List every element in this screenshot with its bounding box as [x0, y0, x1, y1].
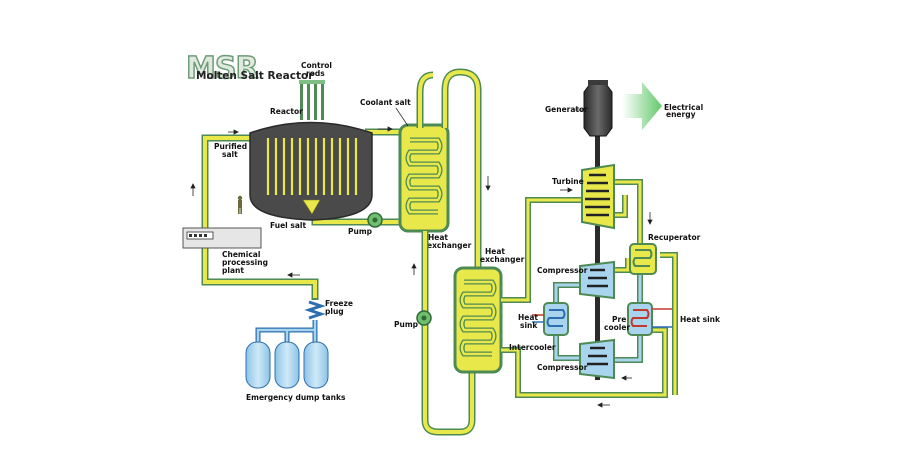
title-block: MSR Molten Salt Reactor	[185, 50, 314, 87]
label-electrical-1: Electrical	[664, 103, 703, 112]
coolant-loop-pipes	[416, 68, 482, 436]
logo-text: MSR	[186, 51, 258, 86]
turbine: Turbine	[552, 163, 615, 230]
recuperator: Recuperator	[629, 233, 701, 275]
label-control-rods-2: rods	[306, 69, 325, 78]
compressor-top: Compressor	[537, 260, 615, 300]
label-pre-cooler-1: Pre	[612, 315, 626, 324]
label-heat-sink-right: Heat sink	[680, 315, 721, 324]
label-freeze-plug-1: Freeze	[325, 299, 353, 308]
label-chemical-3: plant	[222, 266, 244, 275]
label-purified-salt-1: Purified	[214, 142, 247, 151]
compressor-bottom: Compressor	[537, 338, 615, 380]
label-hx2-a: Heat	[485, 247, 505, 256]
label-reactor: Reactor	[270, 107, 303, 116]
label-recuperator: Recuperator	[648, 233, 701, 242]
label-pump-secondary: Pump	[394, 320, 419, 329]
subtitle-text: Molten Salt Reactor	[196, 70, 314, 82]
pre-cooler: Pre cooler Heat sink	[604, 302, 721, 336]
generator: Generator Electrical energy	[545, 80, 703, 137]
label-generator: Generator	[545, 105, 588, 114]
label-turbine: Turbine	[552, 177, 584, 186]
heat-exchanger-2: Heat exchanger	[453, 247, 525, 374]
heat-exchanger-1: Coolant salt Heat exchanger	[360, 98, 472, 250]
label-chemical-1: Chemical	[222, 250, 260, 259]
gas-loop-pipes	[501, 179, 678, 398]
label-coolant-salt: Coolant salt	[360, 98, 411, 107]
intercooler: Heat sink Intercooler	[509, 302, 569, 352]
reactor-vessel: Control rods Reactor Purified salt Fuel …	[214, 61, 373, 230]
label-control-rods-1: Control	[301, 61, 332, 70]
label-compressor-top: Compressor	[537, 266, 588, 275]
chemical-processing-plant: Chemical processing plant	[182, 227, 268, 275]
label-dump-tanks: Emergency dump tanks	[246, 393, 346, 402]
label-freeze-plug-2: plug	[325, 307, 344, 316]
freeze-plug-and-tanks: Freeze plug Emergency dump tanks	[245, 298, 353, 402]
control-rods	[299, 80, 325, 120]
primary-pump: Pump	[348, 212, 383, 236]
label-pump-primary: Pump	[348, 227, 373, 236]
label-heat-sink-left-2: sink	[520, 321, 538, 330]
label-hx1-b: exchanger	[427, 241, 472, 250]
flow-arrows	[190, 126, 653, 408]
label-hx1-a: Heat	[428, 233, 448, 242]
label-pre-cooler-2: cooler	[604, 323, 630, 332]
label-hx2-b: exchanger	[480, 255, 525, 264]
label-compressor-bottom: Compressor	[537, 363, 588, 372]
label-fuel-salt: Fuel salt	[270, 221, 306, 230]
label-purified-salt-2: salt	[222, 150, 238, 159]
electrical-energy-arrow	[622, 82, 662, 130]
label-heat-sink-left-1: Heat	[518, 313, 538, 322]
fuel-channels	[266, 138, 358, 195]
turbine-shaft	[595, 130, 600, 380]
secondary-pump: Pump	[394, 310, 432, 329]
label-chemical-2: processing	[222, 258, 268, 267]
label-intercooler: Intercooler	[509, 343, 556, 352]
person-figure	[237, 195, 243, 214]
label-electrical-2: energy	[666, 110, 696, 119]
